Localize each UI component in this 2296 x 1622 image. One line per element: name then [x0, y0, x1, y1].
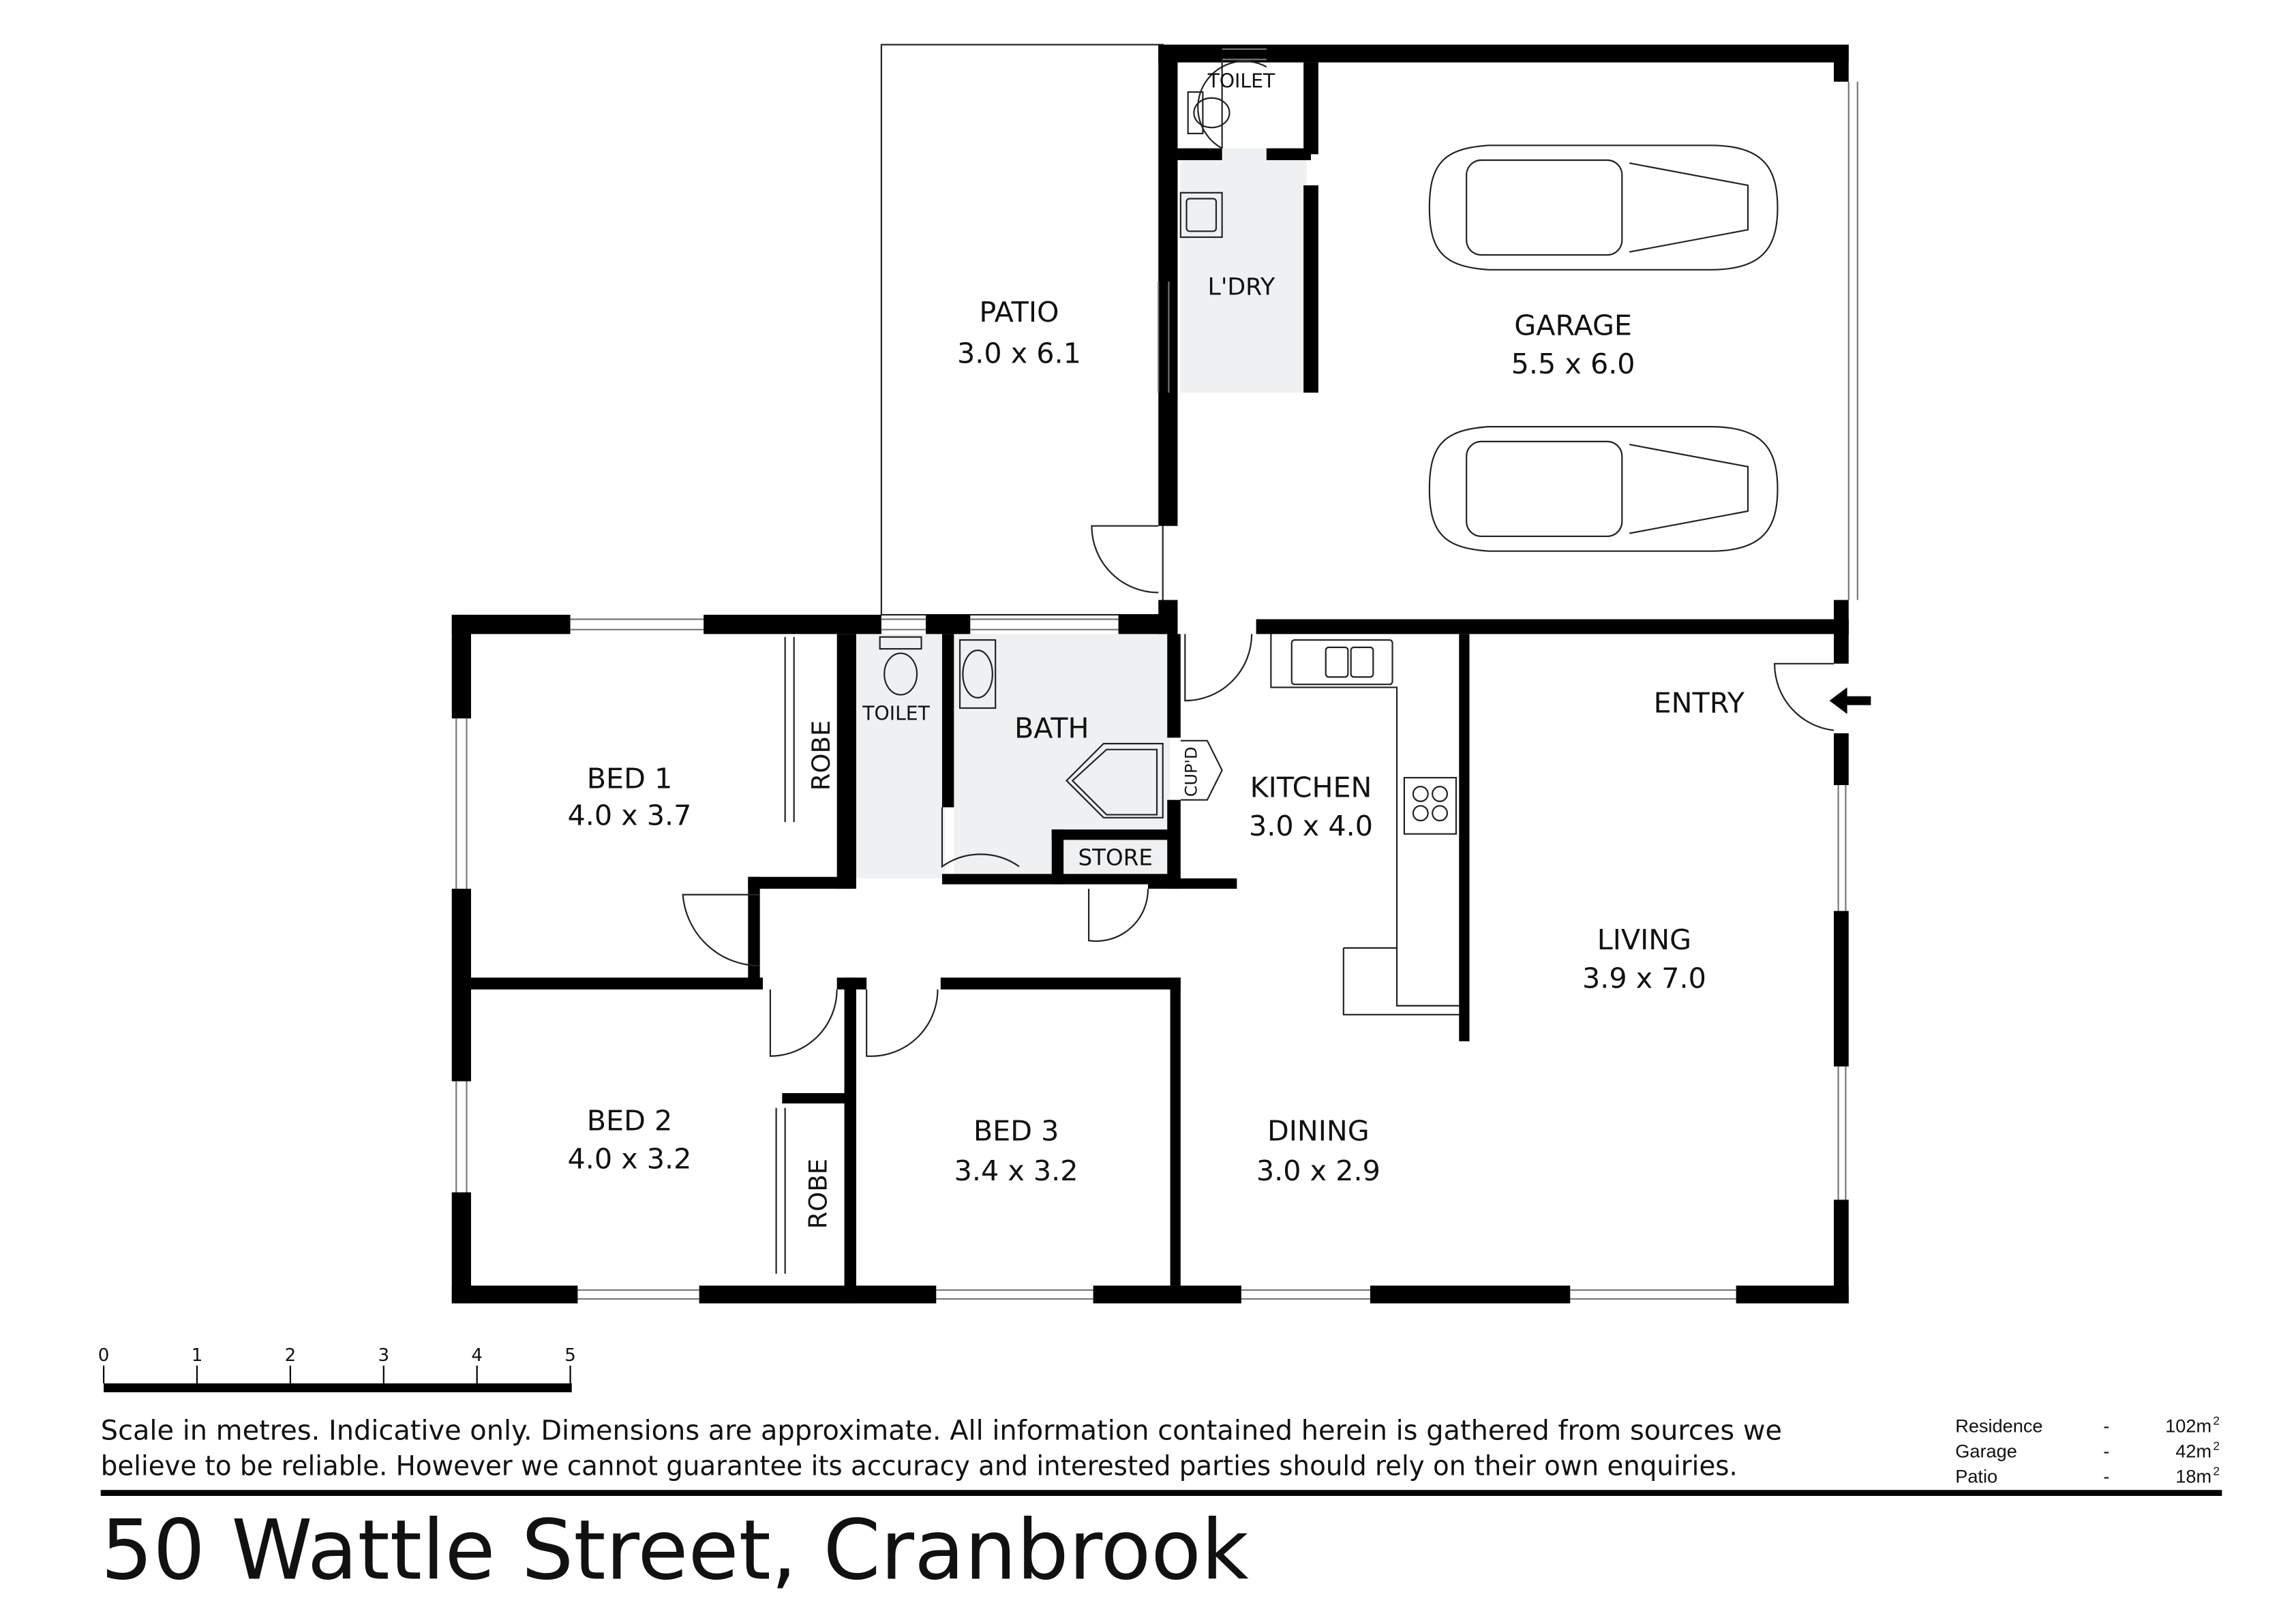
patio-outline: [880, 44, 1164, 616]
room-labels: PATIO 3.0 x 6.1 GARAGE 5.5 x 6.0 TOILET …: [568, 70, 1745, 1229]
room-name-cupboard: CUP'D: [1182, 747, 1201, 797]
room-name-toilet: TOILET: [862, 702, 930, 724]
laundry-tile-floor: [856, 148, 1307, 878]
scale-tick: [103, 1365, 105, 1383]
room-name-dining: DINING: [1267, 1114, 1370, 1147]
area-value: 18m: [2175, 1465, 2211, 1486]
area-label: Residence: [1955, 1416, 2042, 1437]
area-separator: -: [2103, 1440, 2109, 1461]
room-dims-bed2: 4.0 x 3.2: [568, 1143, 692, 1176]
room-name-kitchen: KITCHEN: [1250, 771, 1372, 804]
car-icon: [1428, 426, 1779, 552]
room-name-laundry: L'DRY: [1207, 274, 1275, 301]
divider-line: [100, 1490, 2222, 1496]
scale-tick-label: 5: [564, 1345, 576, 1366]
area-unit-superscript: 2: [2213, 1414, 2220, 1428]
room-dims-kitchen: 3.0 x 4.0: [1249, 810, 1373, 842]
area-label: Garage: [1955, 1440, 2017, 1461]
room-name-bath: BATH: [1014, 711, 1089, 744]
room-name-toilet-upper: TOILET: [1207, 70, 1275, 93]
area-separator: -: [2103, 1416, 2109, 1437]
room-name-bed2: BED 2: [587, 1104, 673, 1137]
area-unit-superscript: 2: [2213, 1439, 2220, 1453]
scale-tick: [569, 1365, 571, 1383]
area-value: 42m: [2175, 1440, 2211, 1461]
room-name-patio: PATIO: [979, 296, 1059, 328]
room-dims-bed1: 4.0 x 3.7: [568, 799, 692, 832]
scale-tick-label: 0: [98, 1345, 110, 1366]
scale-tick-label: 4: [471, 1345, 483, 1366]
scale-tick-label: 1: [192, 1345, 203, 1366]
room-name-entry: ENTRY: [1654, 687, 1745, 720]
room-name-living: LIVING: [1597, 923, 1691, 956]
room-name-robe1: ROBE: [806, 720, 836, 791]
windows: [455, 48, 1858, 1300]
scale-tick-label: 3: [378, 1345, 389, 1366]
area-value: 102m: [2165, 1416, 2211, 1437]
doors: [682, 59, 1834, 1274]
property-address-title: 50 Wattle Street, Cranbrook: [101, 1502, 1250, 1599]
room-name-garage: GARAGE: [1514, 309, 1632, 341]
room-name-robe2: ROBE: [803, 1159, 832, 1229]
area-separator: -: [2103, 1465, 2109, 1486]
area-label: Patio: [1955, 1465, 1997, 1486]
area-unit-superscript: 2: [2213, 1465, 2220, 1478]
scale-tick: [382, 1365, 384, 1383]
scale-tick: [196, 1365, 198, 1383]
room-dims-patio: 3.0 x 6.1: [957, 337, 1081, 370]
scale-tick: [289, 1365, 291, 1383]
walls: [451, 44, 1849, 1304]
disclaimer-line-1: Scale in metres. Indicative only. Dimens…: [101, 1415, 1782, 1446]
car-icon: [1428, 144, 1779, 271]
entry-arrow-icon: [1829, 687, 1871, 714]
room-name-bed1: BED 1: [587, 762, 673, 795]
room-dims-garage: 5.5 x 6.0: [1511, 348, 1635, 380]
disclaimer-line-2: believe to be reliable. However we canno…: [101, 1451, 1738, 1482]
scale-tick-label: 2: [285, 1345, 297, 1366]
room-dims-living: 3.9 x 7.0: [1582, 962, 1706, 995]
room-dims-bed3: 3.4 x 3.2: [954, 1154, 1078, 1187]
room-name-store: STORE: [1078, 844, 1152, 870]
scale-tick: [476, 1365, 478, 1383]
room-dims-dining: 3.0 x 2.9: [1256, 1154, 1380, 1187]
fixtures: [879, 91, 1460, 1015]
room-name-bed3: BED 3: [973, 1114, 1059, 1147]
scale-bar: 0 1 2 3 4 5: [98, 1345, 576, 1392]
